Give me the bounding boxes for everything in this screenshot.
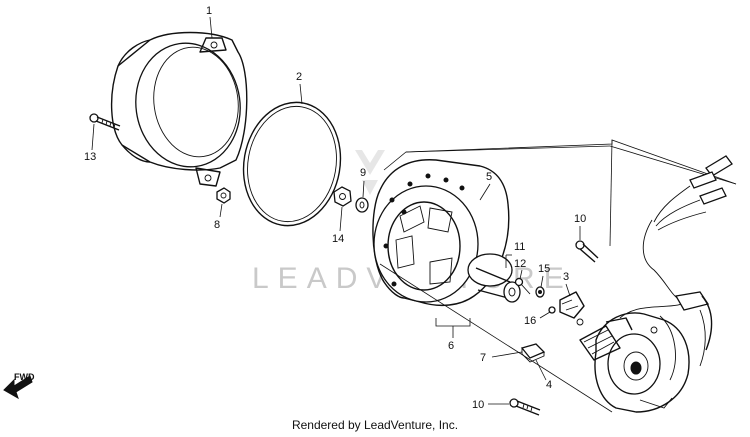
assembly-frame	[379, 139, 737, 413]
block-4-part[interactable]	[520, 343, 546, 363]
watermark-logo	[355, 150, 385, 195]
cover-part[interactable]	[110, 31, 249, 187]
callout-6: 6	[448, 340, 454, 352]
flywheel-rotor-part[interactable]	[372, 159, 510, 307]
callout-15: 15	[538, 263, 550, 275]
callout-4: 4	[546, 379, 552, 391]
rotor-boss-part[interactable]	[467, 253, 521, 303]
callout-8: 8	[214, 219, 220, 231]
stator-base-part[interactable]	[579, 299, 691, 413]
callout-7: 7	[480, 352, 486, 364]
nut-8-part[interactable]	[216, 187, 231, 204]
callout-13: 13	[84, 151, 96, 163]
wire-harness-part[interactable]	[642, 155, 733, 367]
nut-14-part[interactable]	[333, 186, 352, 207]
callout-2: 2	[296, 71, 302, 83]
callout-12: 12	[514, 258, 526, 270]
gasket-ring-part[interactable]	[234, 95, 350, 234]
callout-3: 3	[563, 271, 569, 283]
washer-9-part[interactable]	[355, 197, 369, 213]
callout-5: 5	[486, 171, 492, 183]
footer-credit: Rendered by LeadVenture, Inc.	[291, 418, 459, 432]
callout-11: 11	[514, 241, 525, 253]
callout-16: 16	[524, 315, 536, 327]
bolt-10-upper-part[interactable]	[575, 240, 599, 263]
bolt-13-part[interactable]	[89, 113, 121, 131]
callout-9: 9	[360, 167, 366, 179]
fwd-label: FWD	[14, 372, 35, 382]
washer-15-part[interactable]	[535, 286, 545, 298]
callout-14: 14	[332, 233, 344, 245]
callout-1: 1	[206, 5, 212, 17]
pulser-coil-part[interactable]	[559, 291, 585, 326]
callout-10-upper: 10	[574, 213, 586, 225]
screw-16-part[interactable]	[548, 306, 556, 314]
forward-arrow-icon	[3, 375, 33, 400]
screw-11-12-part[interactable]	[514, 277, 531, 295]
bolt-10-lower-part[interactable]	[509, 398, 541, 416]
callout-10-lower: 10	[472, 399, 484, 411]
